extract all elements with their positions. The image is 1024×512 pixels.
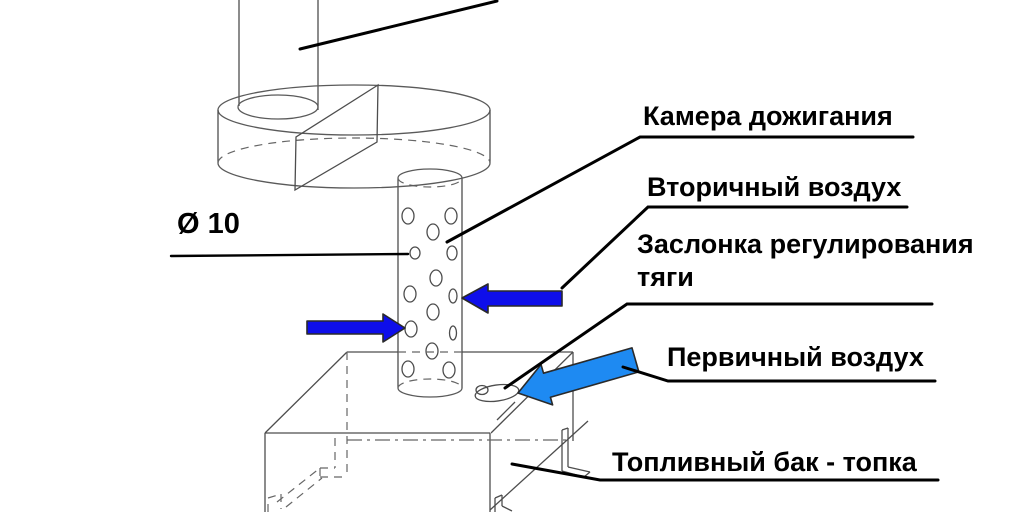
label-fuel-tank: Топливный бак - топка (612, 447, 917, 477)
air-hole (446, 245, 458, 261)
air-hole (409, 246, 421, 260)
secondary-air-arrow-left (306, 313, 406, 343)
air-hole (403, 285, 417, 303)
leader-secondary-air (560, 205, 909, 290)
bottom-bracket (494, 494, 513, 512)
air-hole (425, 342, 439, 360)
air-hole (429, 269, 443, 287)
label-secondary-air: Вторичный воздух (647, 172, 902, 202)
air-hole (444, 207, 458, 225)
air-hole (401, 207, 415, 225)
afterburner-tube (397, 168, 463, 398)
label-primary-air: Первичный воздух (667, 342, 924, 372)
air-hole (426, 223, 440, 241)
leader-top-cutoff (298, 0, 499, 51)
damper-plate (294, 83, 379, 192)
fuel-tank-box (264, 351, 591, 512)
leader-fuel-tank (510, 462, 940, 482)
tube-air-holes (401, 207, 458, 379)
air-hole (442, 361, 456, 379)
label-hole-diameter: Ø 10 (177, 208, 240, 240)
damper-slot-hole (474, 383, 520, 403)
label-draft-damper: Заслонка регулирования тяги (637, 229, 974, 292)
air-hole (426, 303, 440, 321)
leader-primary-air (621, 365, 937, 383)
secondary-air-arrow-right (461, 283, 563, 314)
right-bracket (561, 427, 591, 478)
burner-disk (217, 83, 491, 192)
leader-hole-diameter (169, 252, 410, 258)
hidden-left-bracket (267, 493, 282, 512)
air-hole (448, 325, 458, 341)
leader-draft-damper (503, 302, 934, 390)
air-hole (448, 288, 458, 304)
label-afterburner-chamber: Камера дожигания (643, 101, 893, 131)
air-hole (401, 360, 415, 378)
leader-afterburner (445, 135, 915, 244)
disk-pipe-hole (237, 94, 319, 120)
leader-lines (169, 135, 940, 482)
primary-air-arrow (517, 347, 640, 406)
chimney-pipe (238, 0, 319, 110)
hidden-step (276, 438, 347, 508)
air-hole (404, 320, 418, 338)
